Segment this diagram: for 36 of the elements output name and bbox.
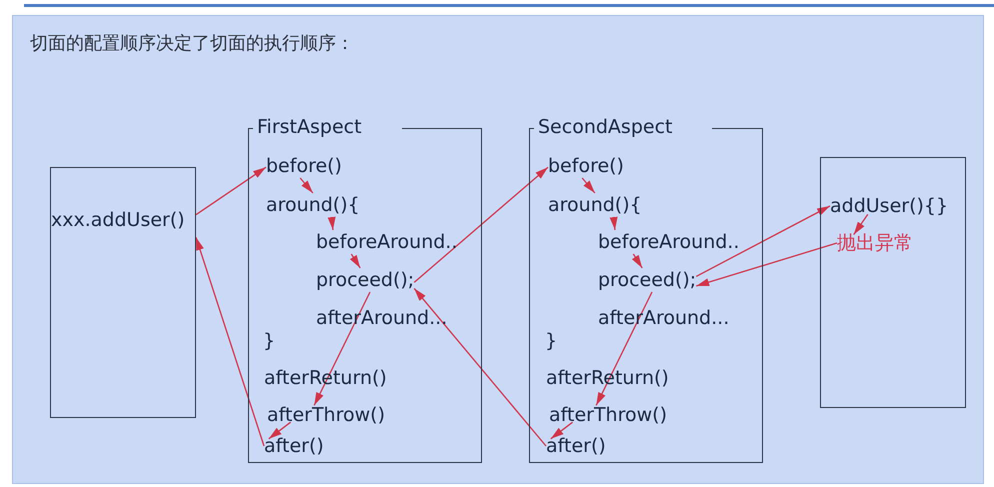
arrow [696, 205, 830, 277]
code-line: before() [548, 154, 624, 178]
code-line: around(){ [266, 193, 360, 217]
code-line: around(){ [548, 193, 642, 217]
code-line: afterThrow() [549, 403, 667, 427]
arrow [632, 254, 643, 268]
arrow [328, 216, 336, 230]
code-line: beforeAround.. [598, 230, 740, 254]
arrow [196, 166, 266, 216]
code-line: proceed(); [598, 268, 696, 292]
arrow [268, 422, 291, 440]
arrow [414, 288, 546, 446]
code-line: after() [264, 434, 324, 458]
arrow [414, 166, 548, 283]
method-box [820, 157, 966, 408]
arrow [696, 242, 838, 287]
arrow [300, 178, 314, 194]
arrow [596, 292, 653, 406]
arrow [314, 292, 371, 406]
code-line: beforeAround.. [316, 230, 458, 254]
code-line: afterThrow() [267, 403, 385, 427]
arrow [195, 237, 265, 446]
code-line: addUser(){} [830, 194, 948, 218]
code-line: } [263, 329, 276, 353]
exception-note: 抛出异常 [837, 231, 913, 255]
arrow [582, 178, 596, 194]
code-line: after() [546, 434, 606, 458]
arrow [350, 254, 361, 268]
arrow [610, 216, 618, 230]
title: 切面的配置顺序决定了切面的执行顺序： [30, 32, 354, 56]
code-line: proceed(); [316, 268, 414, 292]
arrow [550, 422, 573, 440]
code-line: before() [266, 154, 342, 178]
code-line: } [545, 329, 558, 353]
arrow [853, 214, 868, 235]
method-box: xxx.addUser() [50, 167, 196, 418]
